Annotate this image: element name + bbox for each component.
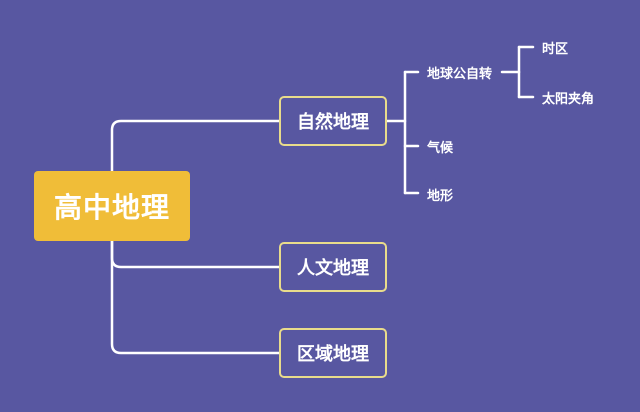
- node-nature-geography[interactable]: 自然地理: [279, 96, 387, 146]
- node-earth-rotation[interactable]: 地球公自转: [427, 66, 493, 82]
- node-regional-geography[interactable]: 区域地理: [279, 328, 387, 378]
- node-climate[interactable]: 气候: [427, 140, 454, 156]
- node-human-geography[interactable]: 人文地理: [279, 242, 387, 292]
- root-node[interactable]: 高中地理: [34, 171, 190, 241]
- connector-root-to-region: [110, 239, 281, 355]
- connector-root-to-human: [110, 239, 281, 269]
- node-time-zone[interactable]: 时区: [542, 41, 569, 57]
- node-terrain[interactable]: 地形: [427, 188, 454, 204]
- node-sun-angle[interactable]: 太阳夹角: [542, 91, 595, 107]
- connector-root-to-nature: [110, 119, 281, 173]
